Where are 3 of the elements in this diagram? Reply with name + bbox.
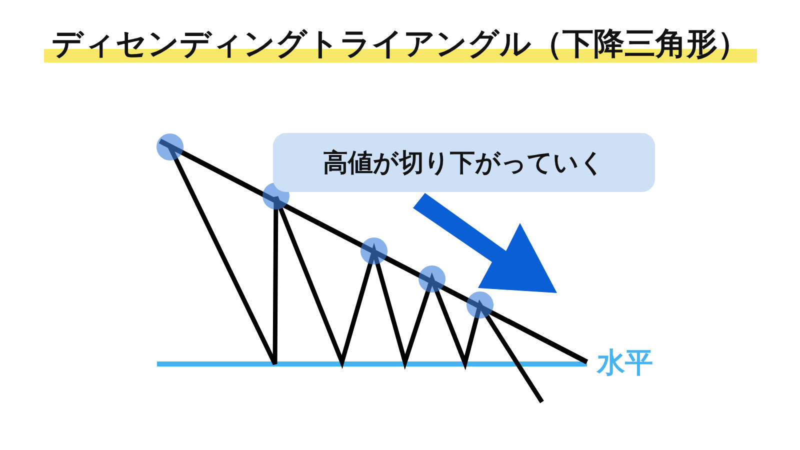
callout-box [273,133,655,192]
line-label: 水平 [597,346,653,380]
callout-text: 高値が切り下がっていく [323,147,605,179]
